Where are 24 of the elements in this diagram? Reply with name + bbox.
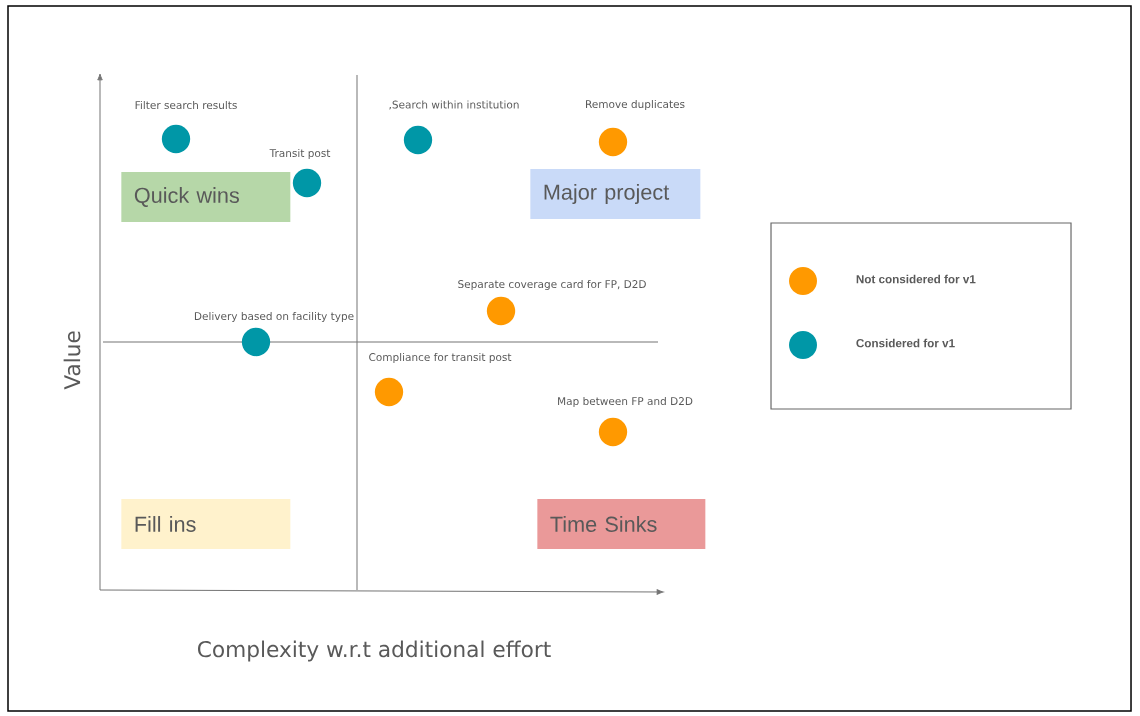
quadrant-box: Quick wins — [121, 172, 291, 222]
dot-label: Separate coverage card for FP, D2D — [458, 279, 646, 291]
dot-label: Transit post — [269, 148, 331, 160]
legend-label: Not considered for v1 — [856, 274, 976, 284]
dot-label: Filter search results — [135, 100, 237, 110]
dot — [598, 417, 628, 447]
quadrant-box: Major project — [530, 169, 701, 219]
legend-label: Considered for v1 — [856, 338, 955, 348]
dot — [598, 127, 628, 157]
dot-label: ,Search within institution — [389, 100, 519, 110]
dot — [292, 168, 322, 198]
dot — [403, 125, 433, 155]
quadrant-box: Time Sinks — [537, 499, 706, 549]
dot — [486, 296, 516, 326]
dot-label: Compliance for transit post — [369, 352, 512, 364]
dot-label: Map between FP and D2D — [558, 396, 693, 408]
dot — [161, 124, 191, 154]
axis-title: Complexity w.r.t additional effort — [198, 640, 551, 662]
dot-label: Remove duplicates — [586, 99, 685, 111]
dot — [241, 327, 271, 357]
axis-title: Value — [63, 331, 81, 390]
dot-label: Delivery based on facility type — [194, 311, 354, 323]
quadrant-box: Fill ins — [121, 499, 291, 549]
dot — [374, 377, 404, 407]
